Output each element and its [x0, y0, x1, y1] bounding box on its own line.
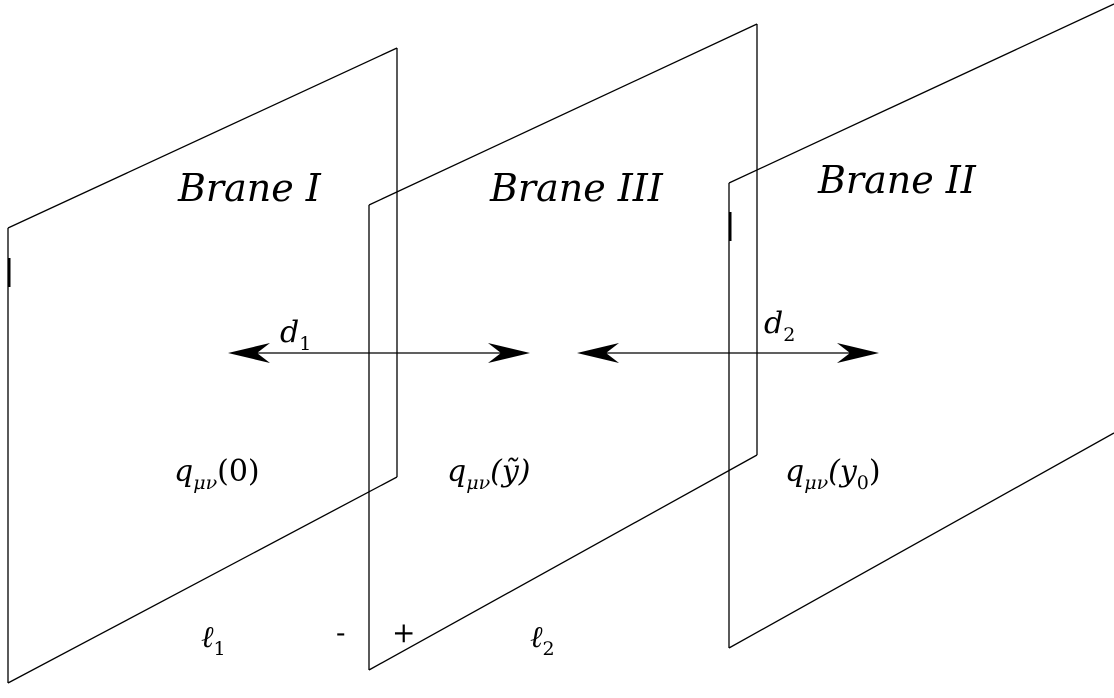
distance-arrow-d1: [228, 343, 530, 363]
distance-label-d2: d2: [764, 306, 795, 346]
field-label-brane-iii: qμν(ỹ): [447, 454, 530, 494]
segment-label-l2: ℓ2: [530, 620, 555, 660]
arrow-head-left-d2: [577, 343, 619, 363]
arrow-head-right-d2: [837, 343, 879, 363]
brane-iii-title: Brane III: [489, 166, 664, 210]
segment-label-l1: ℓ1: [201, 620, 226, 660]
field-label-brane-ii: qμν(y0): [785, 454, 881, 494]
side-marker-plus: +: [392, 616, 415, 649]
distance-arrow-d2: [577, 343, 879, 363]
field-label-brane-i: qμν(0): [174, 454, 260, 494]
brane-i-title: Brane I: [177, 166, 322, 210]
arrow-head-left-d1: [228, 343, 270, 363]
distance-label-d1: d1: [280, 315, 311, 355]
brane-ii-title: Brane II: [817, 158, 977, 202]
side-marker-minus: -: [336, 616, 345, 649]
brane-ii-plane: [728, 3, 1114, 649]
brane-i-plane: [7, 47, 398, 684]
arrow-head-right-d1: [488, 343, 530, 363]
brane-iii-plane: [368, 23, 758, 671]
